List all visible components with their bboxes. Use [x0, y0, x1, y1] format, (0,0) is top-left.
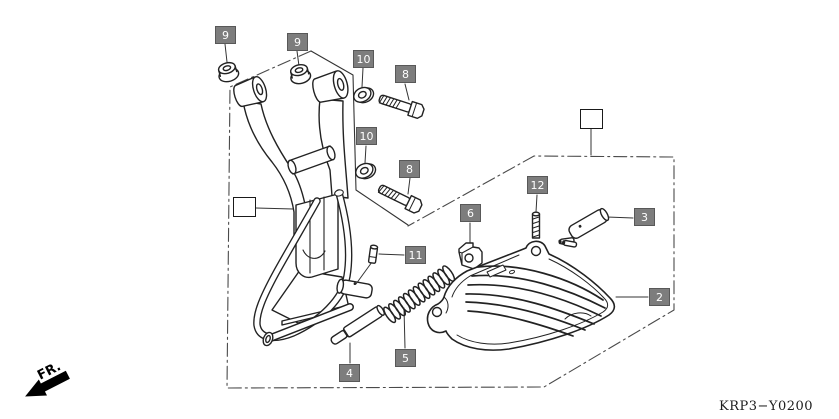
drawing-code: KRP3−Y0200 — [719, 399, 814, 414]
front-direction-arrow: FR. — [25, 359, 70, 397]
part-spring-pin-12 — [531, 211, 541, 239]
view-boundary — [226, 50, 675, 389]
part-washer-10-a — [353, 86, 375, 104]
callout-blank-frame — [233, 197, 256, 217]
part-footplate-2 — [426, 240, 616, 351]
part-joint-pin-3 — [558, 207, 610, 248]
callout-12: 12 — [527, 176, 548, 194]
callout-3: 3 — [634, 208, 655, 226]
hardware-group-outline — [310, 50, 409, 226]
callout-6: 6 — [460, 204, 481, 222]
callout-blank-assembly — [580, 109, 603, 129]
part-nut-9-a — [217, 61, 240, 83]
callout-4: 4 — [339, 364, 360, 382]
callout-9-a: 9 — [215, 26, 236, 44]
part-rod-4 — [330, 304, 385, 345]
callout-2: 2 — [649, 288, 670, 306]
part-bolt-8-b — [377, 184, 423, 214]
callout-5: 5 — [395, 349, 416, 367]
callout-11: 11 — [405, 246, 426, 264]
part-bolt-8-a — [378, 94, 425, 120]
callout-10-a: 10 — [353, 50, 374, 68]
part-nut-9-b — [289, 63, 312, 85]
part-block-6 — [458, 242, 483, 270]
callout-10-b: 10 — [356, 127, 377, 145]
part-frame-bracket — [233, 70, 373, 347]
callout-8-b: 8 — [399, 160, 420, 178]
part-spring-5 — [383, 265, 456, 324]
leader-lines — [224, 43, 649, 364]
part-washer-10-b — [355, 162, 377, 180]
callout-8-a: 8 — [395, 65, 416, 83]
callout-9-b: 9 — [287, 33, 308, 51]
part-pin-11 — [367, 244, 379, 264]
